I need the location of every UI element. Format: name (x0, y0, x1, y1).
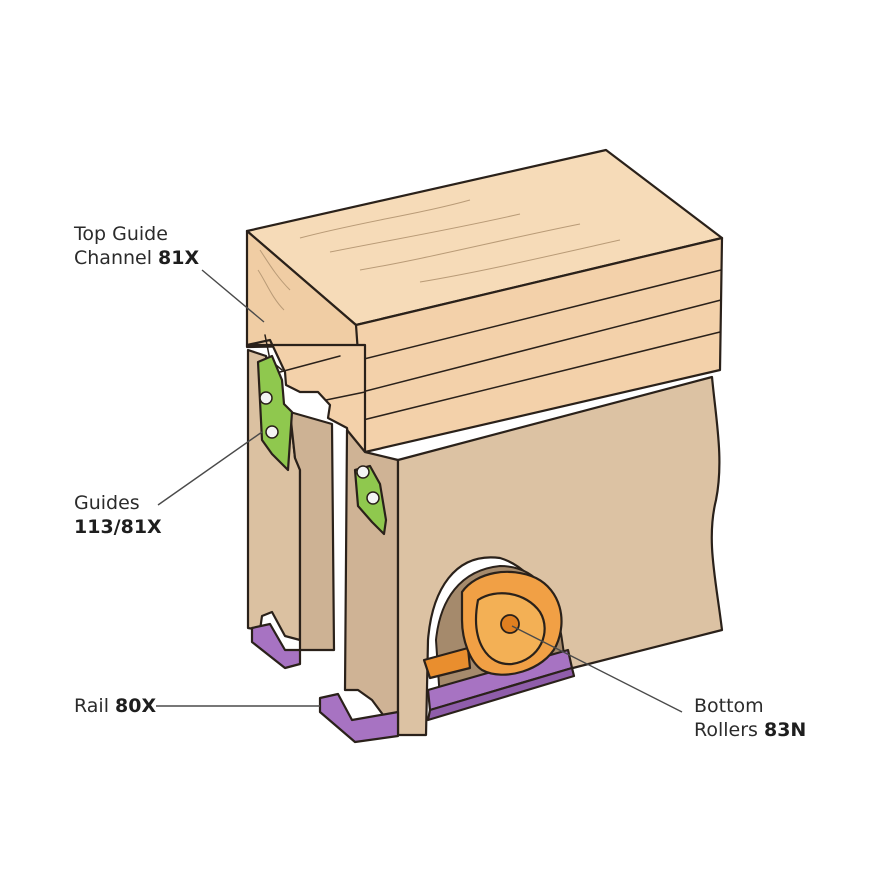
rail-front (318, 692, 400, 744)
label-guides-line1: Guides (74, 492, 140, 514)
label-rollers-line2: Rollers 83N (694, 718, 806, 742)
label-bottom-rollers: Bottom Rollers 83N (694, 694, 806, 742)
bottom-roller (422, 570, 563, 680)
back-door (246, 348, 336, 670)
front-door (318, 375, 724, 744)
rail-back (250, 622, 302, 670)
label-rail-code: 80X (115, 695, 157, 717)
label-top-guide-text: Channel (74, 247, 159, 269)
label-top-guide-line1: Top Guide (74, 223, 168, 245)
label-rail-text: Rail (74, 695, 116, 717)
leader-guides (157, 431, 263, 506)
label-rail: Rail 80X (74, 694, 156, 718)
label-top-guide-line2: Channel 81X (74, 246, 199, 270)
leader-rollers (511, 625, 683, 713)
label-rollers-text: Rollers (694, 719, 764, 741)
label-rollers-code: 83N (763, 719, 807, 741)
top-guide-channel (245, 148, 724, 454)
leader-top-guide (201, 269, 265, 323)
label-guides-code: 113/81X (74, 516, 162, 538)
label-top-guide-code: 81X (158, 247, 200, 269)
guide-bracket-back (256, 354, 294, 472)
label-guides: Guides 113/81X (74, 491, 162, 539)
label-top-guide-channel: Top Guide Channel 81X (74, 222, 199, 270)
label-rollers-line1: Bottom (694, 695, 764, 717)
